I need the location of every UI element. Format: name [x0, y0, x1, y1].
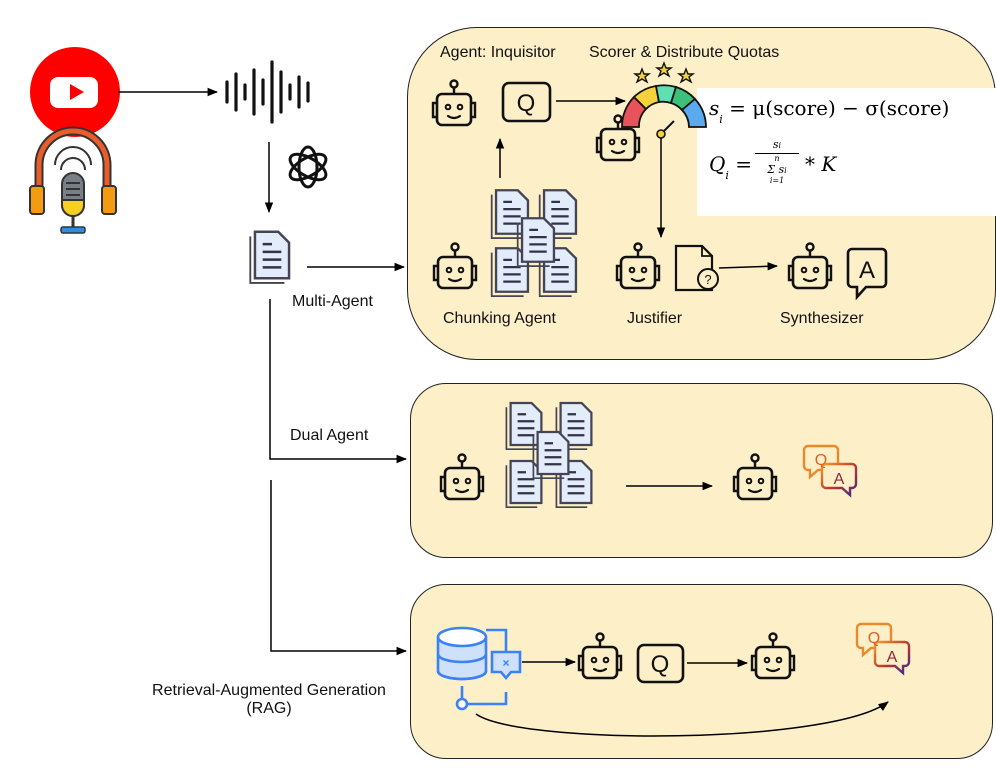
rag-label-line2: (RAG): [246, 700, 292, 717]
rag-panel: [410, 584, 993, 759]
rag-label-line1: Retrieval-Augmented Generation: [152, 682, 386, 699]
scoring-formula: si = μ(score) − σ(score) Qi = si n Σ si …: [697, 88, 996, 216]
synthesizer-label: Synthesizer: [780, 310, 864, 327]
formula-quota-line: Qi =: [709, 152, 753, 182]
openai-logo-icon: [288, 145, 328, 189]
youtube-icon: [30, 47, 120, 137]
inquisitor-label: Agent: Inquisitor: [440, 44, 556, 61]
formula-tail: * K: [805, 152, 837, 176]
audio-waveform-icon: [225, 60, 310, 124]
chunking-agent-label: Chunking Agent: [443, 310, 556, 327]
podcast-microphone-icon: [29, 126, 117, 234]
edge-transcript-to-rag: [270, 480, 408, 656]
rag-branch-label: Retrieval-Augmented Generation (RAG): [134, 682, 404, 718]
multi-agent-branch-label: Multi-Agent: [292, 293, 373, 310]
scorer-label: Scorer & Distribute Quotas: [589, 44, 780, 61]
dual-agent-panel: [410, 383, 993, 558]
justifier-label: Justifier: [627, 310, 683, 327]
formula-score-line: si = μ(score) − σ(score): [709, 96, 950, 126]
formula-fraction: si n Σ si i=1: [755, 138, 799, 185]
dual-agent-branch-label: Dual Agent: [290, 427, 369, 444]
transcript-document-icon: [249, 230, 291, 285]
